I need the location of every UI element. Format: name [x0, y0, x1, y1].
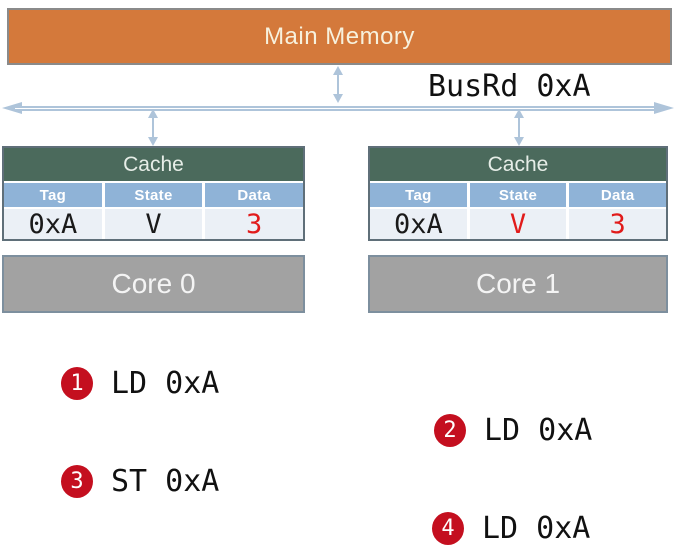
- operation-label: LD 0xA: [111, 366, 220, 401]
- cache1-data-row: 0xA V 3: [370, 209, 667, 239]
- core1-label: Core 1: [475, 268, 561, 299]
- main-memory-label: Main Memory: [264, 22, 415, 50]
- cache1-tag-cell: 0xA: [370, 209, 467, 239]
- core0-box: Core 0: [2, 255, 305, 313]
- operation-label: LD 0xA: [484, 413, 593, 448]
- cache1-data-cell: 3: [569, 209, 667, 239]
- cache0-table: Cache Tag State Data 0xA V 3: [2, 146, 305, 241]
- bus-transaction-label: BusRd 0xA: [428, 69, 591, 104]
- bus-cache1-arrow-icon: [513, 109, 525, 146]
- column-header-data: Data: [205, 183, 304, 207]
- cache1-title: Cache: [370, 148, 666, 181]
- column-header-tag: Tag: [4, 183, 102, 207]
- column-header-state: State: [104, 183, 203, 207]
- bus-cache0-arrow-icon: [147, 109, 159, 146]
- column-header-data: Data: [569, 183, 667, 207]
- operation-label: ST 0xA: [111, 464, 220, 499]
- arrow-stem: [152, 116, 154, 139]
- core0-label: Core 0: [111, 268, 196, 299]
- cache0-tag-cell: 0xA: [4, 209, 102, 239]
- cache1-header-row: Tag State Data: [370, 183, 667, 207]
- bus-arrowhead-right-icon: [654, 102, 674, 114]
- cache0-data-cell: 3: [205, 209, 304, 239]
- cache0-header-row: Tag State Data: [4, 183, 304, 207]
- operation-label: LD 0xA: [482, 511, 591, 546]
- step-badge: 4: [432, 512, 464, 545]
- arrow-up-icon: [148, 109, 158, 118]
- cache0-title: Cache: [4, 148, 303, 181]
- arrow-stem: [518, 116, 520, 139]
- arrow-up-icon: [514, 109, 524, 118]
- operation-1: 1 LD 0xA: [61, 366, 219, 401]
- shared-bus: [2, 100, 674, 116]
- cache0-data-row: 0xA V 3: [4, 209, 304, 239]
- bus-arrowhead-left-icon: [2, 102, 22, 114]
- bus-line: [15, 106, 661, 111]
- memory-bus-arrow-icon: [332, 66, 344, 103]
- step-badge: 3: [61, 465, 93, 498]
- arrow-stem: [337, 73, 339, 96]
- column-header-state: State: [469, 183, 567, 207]
- operation-2: 2 LD 0xA: [434, 413, 592, 448]
- cache1-state-cell: V: [469, 209, 567, 239]
- arrow-up-icon: [333, 66, 343, 75]
- arrow-down-icon: [333, 94, 343, 103]
- arrow-down-icon: [514, 137, 524, 146]
- operation-3: 3 ST 0xA: [61, 464, 219, 499]
- cache1-table: Cache Tag State Data 0xA V 3: [368, 146, 668, 241]
- main-memory-box: Main Memory: [7, 8, 672, 65]
- core1-box: Core 1: [368, 255, 668, 313]
- operation-4: 4 LD 0xA: [432, 511, 590, 546]
- step-badge: 2: [434, 414, 466, 447]
- step-badge: 1: [61, 367, 93, 400]
- cache0-state-cell: V: [104, 209, 203, 239]
- arrow-down-icon: [148, 137, 158, 146]
- column-header-tag: Tag: [370, 183, 467, 207]
